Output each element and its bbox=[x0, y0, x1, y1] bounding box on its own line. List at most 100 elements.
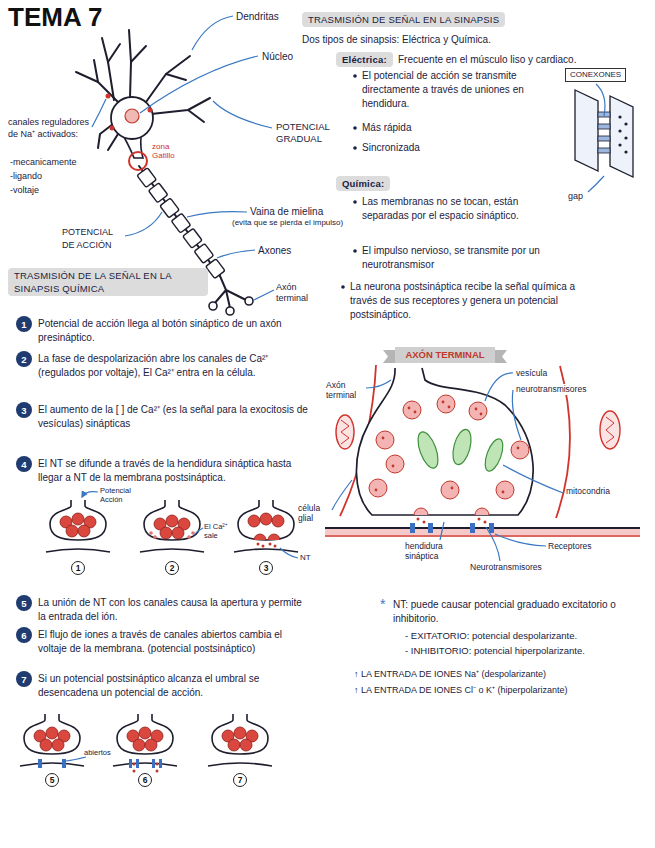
node-text: 3 bbox=[264, 563, 269, 573]
node-text: 3 bbox=[21, 405, 26, 416]
note-text: - EXITATORIO: potencial despolarizante. bbox=[405, 630, 577, 642]
bullet-text: Más rápida bbox=[362, 121, 411, 134]
vesicle bbox=[369, 479, 387, 497]
bullet-dot bbox=[353, 146, 357, 150]
step-number: 7 bbox=[16, 671, 32, 687]
part-label: POTENCIAL DE ACCIÓN bbox=[62, 226, 124, 252]
section-band: Eléctrica: bbox=[336, 52, 393, 67]
ion-channel bbox=[159, 759, 162, 768]
part-label: NT bbox=[300, 553, 311, 563]
myelin-segment bbox=[194, 244, 213, 264]
leader-line bbox=[254, 290, 274, 300]
terminal-button bbox=[226, 307, 234, 315]
part-label: El Ca²⁺ sale bbox=[204, 522, 236, 540]
part-label: Vaina de mielina bbox=[250, 205, 323, 218]
list-item: -ligando bbox=[10, 170, 42, 182]
transmitter-dot bbox=[448, 406, 451, 409]
part-label: vesícula bbox=[515, 368, 548, 379]
leader-line bbox=[486, 527, 500, 561]
leader-line bbox=[187, 212, 247, 217]
page-title: TEMA 7 bbox=[8, 2, 102, 33]
leader-line bbox=[125, 212, 162, 236]
mitochondrion bbox=[414, 429, 442, 470]
axon-hillock bbox=[124, 137, 143, 158]
part-label: mitocondria bbox=[566, 486, 610, 497]
membrane-plate bbox=[575, 90, 598, 171]
section-band: Química: bbox=[336, 176, 390, 191]
bullet-dot bbox=[353, 200, 357, 204]
vesicle bbox=[469, 402, 487, 420]
receptor bbox=[410, 523, 415, 533]
vesicle bbox=[376, 431, 394, 449]
ion-channel bbox=[38, 759, 42, 768]
transmitter-dot bbox=[517, 447, 520, 450]
pore-dot bbox=[624, 122, 627, 125]
connexon bbox=[598, 136, 610, 141]
ion-dot bbox=[156, 763, 159, 766]
part-label: POTENCIAL GRADUAL bbox=[276, 121, 340, 145]
node-text: CONEXONES bbox=[570, 70, 621, 80]
dendrite bbox=[94, 60, 98, 82]
postsynaptic-membrane bbox=[325, 527, 640, 529]
transmitter-dot bbox=[262, 545, 265, 548]
leader-line bbox=[588, 176, 604, 192]
callout-number: 7 bbox=[233, 773, 247, 787]
calcium-dot bbox=[153, 535, 157, 539]
membrane-plate bbox=[610, 96, 633, 177]
note-text: ↑ LA ENTRADA DE IONES Cl⁻ o K⁺ (hiperpol… bbox=[354, 684, 568, 696]
vesicle bbox=[441, 481, 459, 499]
postsynaptic-membrane bbox=[20, 763, 84, 766]
vesicle bbox=[437, 395, 455, 413]
leader-line bbox=[92, 99, 106, 127]
vesicle bbox=[511, 441, 529, 459]
part-label: Axón terminal bbox=[326, 380, 364, 400]
presynaptic-bulb bbox=[117, 714, 173, 754]
dendrite bbox=[151, 98, 210, 114]
note-text: NT: puede causar potencial graduado exci… bbox=[393, 598, 623, 626]
connexon bbox=[598, 148, 610, 153]
transmitter-dot bbox=[392, 465, 395, 468]
leader-line bbox=[366, 380, 391, 388]
transmitter-dot bbox=[382, 437, 385, 440]
leader-line bbox=[485, 373, 513, 401]
ribbon-tail bbox=[383, 350, 395, 363]
node-text: 2 bbox=[21, 354, 26, 365]
channel-dot bbox=[106, 94, 111, 99]
dendrite bbox=[131, 46, 146, 62]
step-number: 3 bbox=[16, 402, 32, 418]
mitochondrion bbox=[450, 428, 475, 467]
step-number: 5 bbox=[16, 595, 32, 611]
vesicle bbox=[248, 515, 260, 527]
presynaptic-bulb bbox=[238, 500, 294, 540]
bullet-dot bbox=[353, 249, 357, 253]
channel-dot bbox=[110, 126, 115, 131]
step-text: La fase de despolarización abre los cana… bbox=[38, 352, 308, 380]
postsynaptic-cell bbox=[325, 529, 640, 535]
mitochondrion bbox=[482, 437, 507, 474]
receptor bbox=[470, 523, 475, 533]
myelin-segment bbox=[137, 168, 156, 188]
bullet-text: Las membranas no se tocan, están separad… bbox=[362, 195, 562, 223]
part-label: Axón terminal bbox=[276, 282, 322, 304]
transmitter-dot bbox=[475, 408, 478, 411]
vesicle bbox=[260, 513, 272, 525]
banner: AXÓN TERMINAL bbox=[395, 347, 495, 363]
bullet-text: El impulso nervioso, se transmite por un… bbox=[362, 244, 562, 272]
section-band: TRASMISIÓN DE LA SEÑAL EN LA SINAPSIS QU… bbox=[8, 268, 208, 296]
part-label: Núcleo bbox=[262, 50, 293, 63]
ion-channel bbox=[152, 759, 155, 768]
organelle-fold bbox=[341, 420, 349, 444]
transmitter-dot bbox=[274, 545, 277, 548]
transmitter-dot bbox=[480, 413, 483, 416]
step-text: La unión de NT con los canales causa la … bbox=[38, 596, 308, 624]
cell-body bbox=[111, 97, 153, 139]
vesicle-cluster bbox=[34, 727, 70, 751]
fusing-vesicle bbox=[475, 508, 489, 515]
glial-organelle bbox=[600, 411, 620, 449]
callout-number: 5 bbox=[45, 773, 59, 787]
label-box: CONEXONES bbox=[565, 68, 626, 82]
node-text: Eléctrica: bbox=[342, 53, 387, 66]
note-mark: * bbox=[380, 595, 385, 613]
terminal-button bbox=[245, 297, 253, 305]
part-label: Dendritas bbox=[236, 10, 279, 23]
